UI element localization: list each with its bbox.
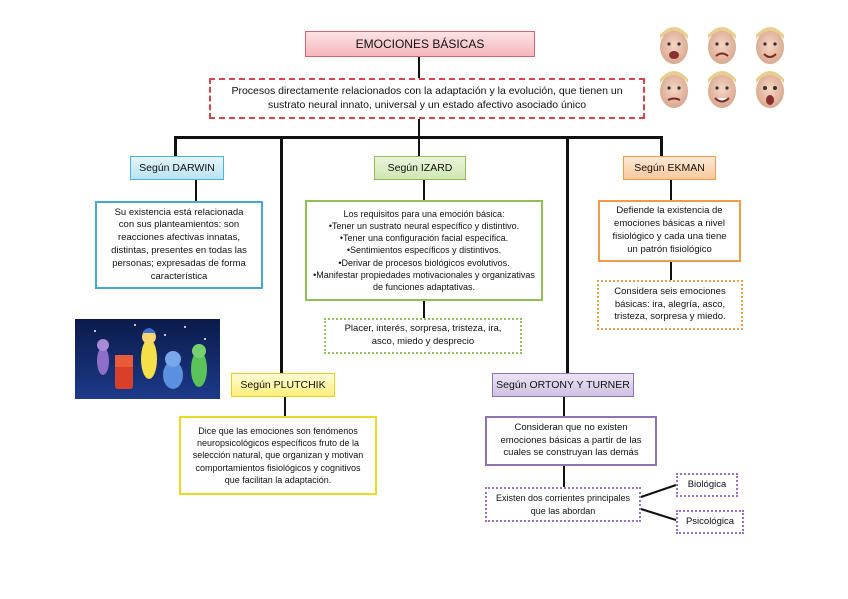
faces-photo-collage: [660, 27, 784, 108]
izard-text-box: Los requisitos para una emoción básica: …: [305, 200, 543, 301]
darwin-text-box: Su existencia está relacionada con sus p…: [95, 201, 263, 289]
face-2-icon: [708, 27, 736, 64]
connector-ekman-emotions: [670, 262, 672, 280]
connector-title-definition: [418, 56, 420, 78]
disgust-character-icon: [191, 344, 207, 387]
current-psicologica-box: Psicológica: [676, 510, 744, 534]
current-psicologica-label: Psicológica: [685, 515, 735, 527]
izard-text: Los requisitos para una emoción básica: …: [313, 209, 535, 292]
connector-darwin: [174, 136, 177, 156]
plutchik-text-box: Dice que las emociones son fenómenos neu…: [179, 416, 377, 495]
ekman-emotions-text: Considera seis emociones básicas: ira, a…: [614, 285, 726, 323]
face-1-icon: [660, 27, 688, 64]
sadness-character-icon: [163, 351, 183, 389]
ekman-header-label: Según EKMAN: [634, 161, 705, 174]
ekman-text: Defiende la existencia de emociones bási…: [612, 205, 727, 255]
connector-izard: [418, 136, 420, 156]
current-biologica-box: Biológica: [676, 473, 738, 497]
title-box: EMOCIONES BÁSICAS: [305, 31, 535, 57]
current-biologica-label: Biológica: [687, 478, 727, 490]
face-3-icon: [756, 27, 784, 64]
fear-character-icon: [97, 339, 109, 375]
connector-izard-emotions: [423, 301, 425, 318]
connector-izard-text: [423, 180, 425, 200]
ortony-header: Según ORTONY Y TURNER: [492, 373, 634, 397]
ortony-currents-text: Existen dos corrientes principales que l…: [495, 493, 631, 516]
definition-text: Procesos directamente relacionados con l…: [231, 84, 623, 111]
animated-characters-image: [75, 319, 220, 399]
connector-ekman: [660, 136, 663, 156]
izard-emotions-text: Placer, interés, sorpresa, tristeza, ira…: [344, 323, 502, 347]
ekman-text-box: Defiende la existencia de emociones bási…: [598, 200, 741, 262]
page-title: EMOCIONES BÁSICAS: [355, 36, 485, 51]
connector-plutchik: [280, 136, 283, 373]
face-6-icon: [756, 71, 784, 108]
plutchik-text: Dice que las emociones son fenómenos neu…: [192, 426, 364, 485]
plutchik-header-label: Según PLUTCHIK: [240, 378, 326, 391]
ortony-text-box: Consideran que no existen emociones bási…: [485, 416, 657, 466]
connector-darwin-text: [195, 180, 197, 202]
joy-character-icon: [141, 328, 157, 379]
face-4-icon: [660, 71, 688, 108]
ortony-currents-box: Existen dos corrientes principales que l…: [485, 487, 641, 522]
connector-ortony-text: [563, 397, 565, 416]
connector-ortony: [566, 136, 569, 373]
anger-character-icon: [115, 355, 133, 389]
ortony-text: Consideran que no existen emociones bási…: [500, 421, 642, 459]
izard-header: Según IZARD: [374, 156, 466, 180]
izard-emotions-box: Placer, interés, sorpresa, tristeza, ira…: [324, 318, 522, 354]
ortony-header-label: Según ORTONY Y TURNER: [496, 378, 630, 391]
darwin-header-label: Según DARWIN: [139, 161, 215, 174]
face-5-icon: [708, 71, 736, 108]
ekman-header: Según EKMAN: [623, 156, 716, 180]
plutchik-header: Según PLUTCHIK: [231, 373, 335, 397]
connector-ortony-currents: [563, 466, 565, 487]
ekman-emotions-box: Considera seis emociones básicas: ira, a…: [597, 280, 743, 330]
connector-ekman-text: [670, 180, 672, 200]
connector-plutchik-text: [284, 397, 286, 416]
izard-header-label: Según IZARD: [387, 161, 453, 174]
darwin-text: Su existencia está relacionada con sus p…: [111, 206, 247, 282]
definition-box: Procesos directamente relacionados con l…: [209, 78, 645, 119]
darwin-header: Según DARWIN: [130, 156, 224, 180]
connector-definition-down: [418, 119, 420, 138]
